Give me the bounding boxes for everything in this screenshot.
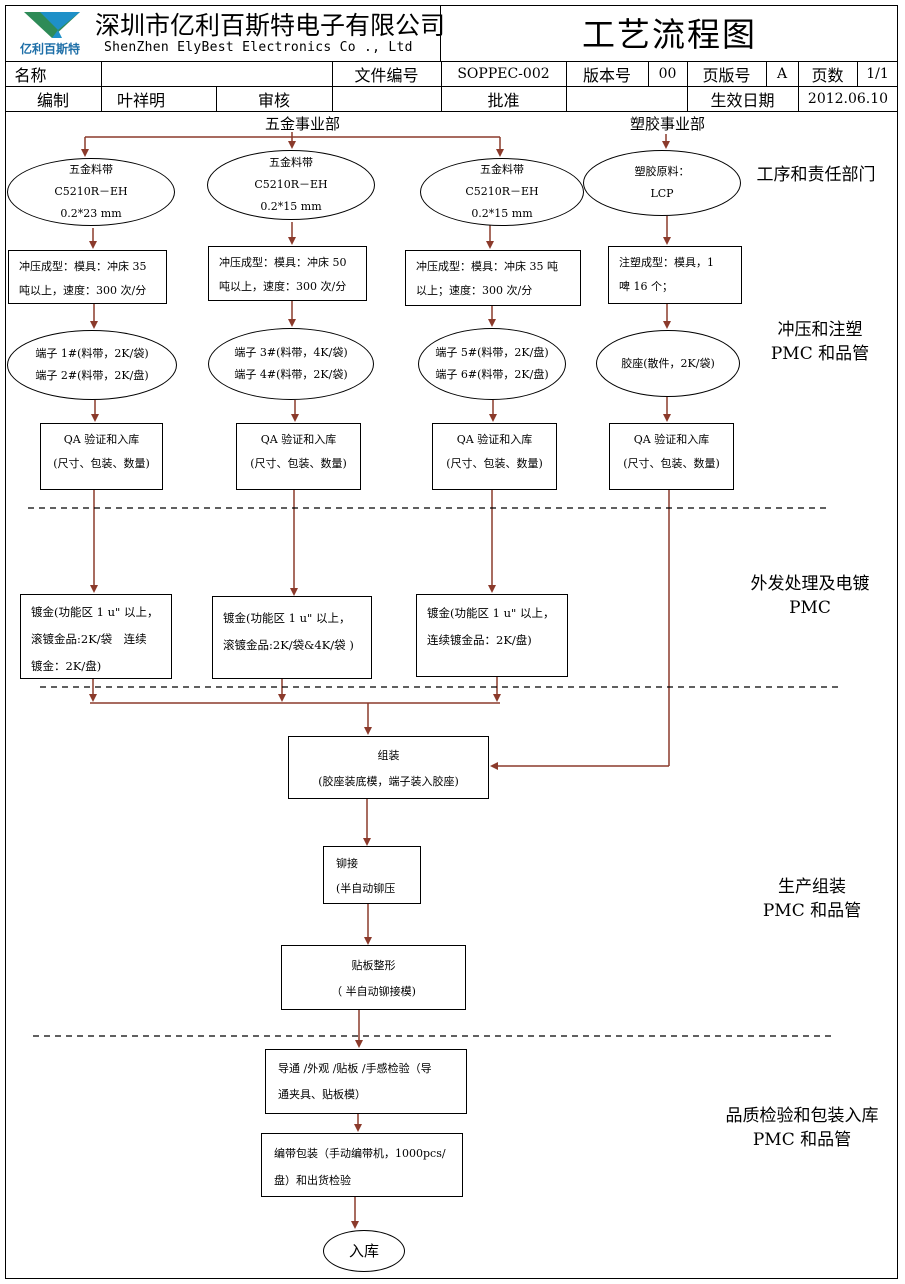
section-separators [28,507,840,1037]
storage-ellipse: 入库 [323,1230,405,1272]
label-name: 名称 [14,65,47,85]
label-page-version: 页版号 [702,65,751,85]
qa-box: QA 验证和入库(尺寸、包装、数量) [432,423,557,490]
packing-box: 编带包装（手动编带机，1000pcs/盘）和出货检验 [261,1133,463,1197]
terminal-ellipse: 端子 3#(料带，4K/袋)端子 4#(料带，2K/袋) [208,328,374,400]
qa-box: QA 验证和入库(尺寸、包装、数量) [609,423,734,490]
inspection-box: 导通 /外观 /贴板 /手感检验（导通夹具、贴板模） [265,1049,467,1114]
document-title: 工艺流程图 [582,15,757,54]
plating-box: 镀金(功能区 1 u" 以上，滚镀金品:2K/袋 连续镀金：2K/盘) [20,594,172,679]
label-version: 版本号 [582,65,631,85]
terminal-ellipse: 端子 1#(料带，2K/袋)端子 2#(料带，2K/盘) [7,330,177,400]
value-page-version: A [776,65,788,82]
plating-box: 镀金(功能区 1 u" 以上，连续镀金品：2K/盘) [416,594,568,677]
company-name-cn: 深圳市亿利百斯特电子有限公司 [95,11,446,40]
terminal-ellipse: 胶座(散件，2K/袋) [596,330,740,397]
terminal-ellipse: 端子 5#(料带，2K/盘)端子 6#(料带，2K/盘) [418,328,566,400]
label-page-count: 页数 [811,65,844,85]
label-author: 编制 [36,90,69,110]
dept-plastic: 塑胶事业部 [630,115,706,133]
label-doc-number: 文件编号 [354,65,419,85]
label-effective-date: 生效日期 [710,90,775,110]
value-author: 叶祥明 [116,90,165,110]
logo-text: 亿利百斯特 [19,42,80,56]
qa-box: QA 验证和入库(尺寸、包装、数量) [236,423,361,490]
value-version: 00 [658,65,677,82]
forming-box: 冲压成型：模具：冲床 35 吨以上；速度：300 次/分 [405,250,581,306]
riveting-box: 铆接(半自动铆压 [323,846,421,904]
label-approver: 批准 [487,90,520,110]
assembly-box: 组装(胶座装底模，端子装入胶座) [288,736,489,799]
side-label-process: 工序和责任部门 [756,165,876,185]
value-doc-number: SOPPEC-002 [457,65,550,82]
company-logo-icon [24,12,80,38]
material-ellipse: 塑胶原料：LCP [583,150,741,216]
plating-box: 镀金(功能区 1 u" 以上，滚镀金品:2K/袋&4K/袋 ) [212,596,372,679]
dept-hardware: 五金事业部 [265,115,341,133]
qa-box: QA 验证和入库(尺寸、包装、数量) [40,423,163,490]
page-frame [5,5,898,1279]
board-shaping-box: 贴板整形（ 半自动铆接模) [281,945,466,1010]
value-effective-date: 2012.06.10 [807,90,889,107]
company-name-en: ShenZhen ElyBest Electronics Co ., Ltd [104,40,413,55]
value-page-count: 1/1 [866,65,889,82]
label-reviewer: 审核 [257,90,290,110]
